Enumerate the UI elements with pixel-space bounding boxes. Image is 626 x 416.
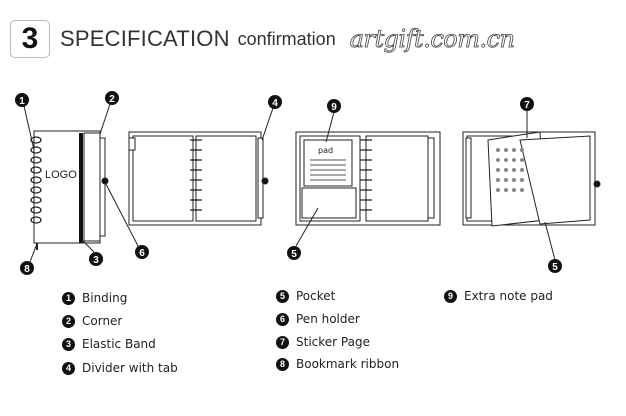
callout-divider: 4 xyxy=(268,95,282,109)
page-title: SPECIFICATION xyxy=(60,26,230,51)
page-subtitle: confirmation xyxy=(237,28,336,49)
svg-text:5: 5 xyxy=(552,262,558,273)
svg-text:8: 8 xyxy=(24,264,30,275)
open-notebook-stickers xyxy=(462,131,601,227)
callout-bookmark: 8 xyxy=(20,261,34,275)
elastic-band xyxy=(79,133,83,243)
step-number-badge: 3 xyxy=(10,20,50,58)
pen-holder xyxy=(101,177,109,185)
svg-text:4: 4 xyxy=(272,98,278,109)
callout-corner: 2 xyxy=(105,91,119,105)
svg-text:1: 1 xyxy=(19,96,25,107)
header: 3 SPECIFICATION confirmation artgift.com… xyxy=(10,20,515,58)
open-notebook-dividers xyxy=(128,131,269,226)
callout-pen-holder: 6 xyxy=(135,245,149,259)
svg-text:6: 6 xyxy=(139,248,145,259)
callout-note-pad: 9 xyxy=(327,99,341,113)
callout-pocket-2: 5 xyxy=(548,259,562,273)
svg-text:9: 9 xyxy=(331,102,337,113)
callout-sticker-page: 7 xyxy=(520,97,534,111)
closed-notebook: LOGO xyxy=(30,130,109,250)
svg-text:3: 3 xyxy=(93,255,99,266)
open-notebook-pocket: pad xyxy=(295,131,441,226)
callout-pocket: 5 xyxy=(287,246,301,260)
svg-text:pad: pad xyxy=(318,146,333,155)
svg-text:2: 2 xyxy=(109,94,115,105)
svg-text:7: 7 xyxy=(524,100,530,111)
pocket xyxy=(301,187,357,219)
callout-elastic-band: 3 xyxy=(89,252,103,266)
note-pad xyxy=(303,139,353,187)
brand-watermark: artgift.com.cn xyxy=(349,25,515,54)
callout-leaders xyxy=(23,103,556,263)
callout-binding: 1 xyxy=(15,93,29,107)
svg-text:5: 5 xyxy=(291,249,297,260)
logo-text: LOGO xyxy=(45,169,77,181)
